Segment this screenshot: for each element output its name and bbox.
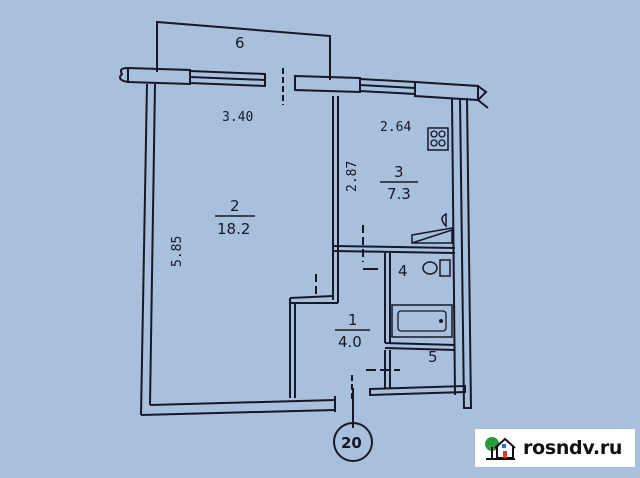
- dim-room2-length: 5.85: [170, 236, 185, 267]
- bathtub-icon: [391, 304, 453, 338]
- room3-number: 3: [394, 163, 404, 181]
- room5-number: 5: [428, 348, 438, 366]
- toilet-icon: [422, 261, 438, 275]
- bottom-wall: [140, 399, 336, 416]
- room2-number: 2: [230, 197, 240, 215]
- room2-area: 18.2: [217, 220, 250, 238]
- room1-area: 4.0: [338, 333, 362, 351]
- sink-icon: [441, 212, 447, 228]
- dim-kitchen-length: 2.87: [345, 161, 360, 192]
- axis-marker-label: 20: [341, 434, 362, 452]
- dim-kitchen-width: 2.64: [380, 120, 411, 135]
- dim-room2-width: 3.40: [222, 110, 253, 125]
- room1-number: 1: [348, 311, 358, 329]
- watermark-text: rosndv.ru: [523, 437, 623, 459]
- balcony-number: 6: [235, 34, 245, 52]
- stove-icon: [427, 127, 449, 151]
- room4-number: 4: [398, 262, 408, 280]
- left-wall: [140, 83, 156, 416]
- watermark: rosndv.ru: [475, 429, 635, 467]
- axis-marker: [333, 422, 373, 462]
- room3-area: 7.3: [387, 185, 411, 203]
- house-tree-icon: [485, 437, 516, 460]
- exterior-wall-top: [127, 66, 191, 86]
- balcony-outline: [156, 20, 331, 80]
